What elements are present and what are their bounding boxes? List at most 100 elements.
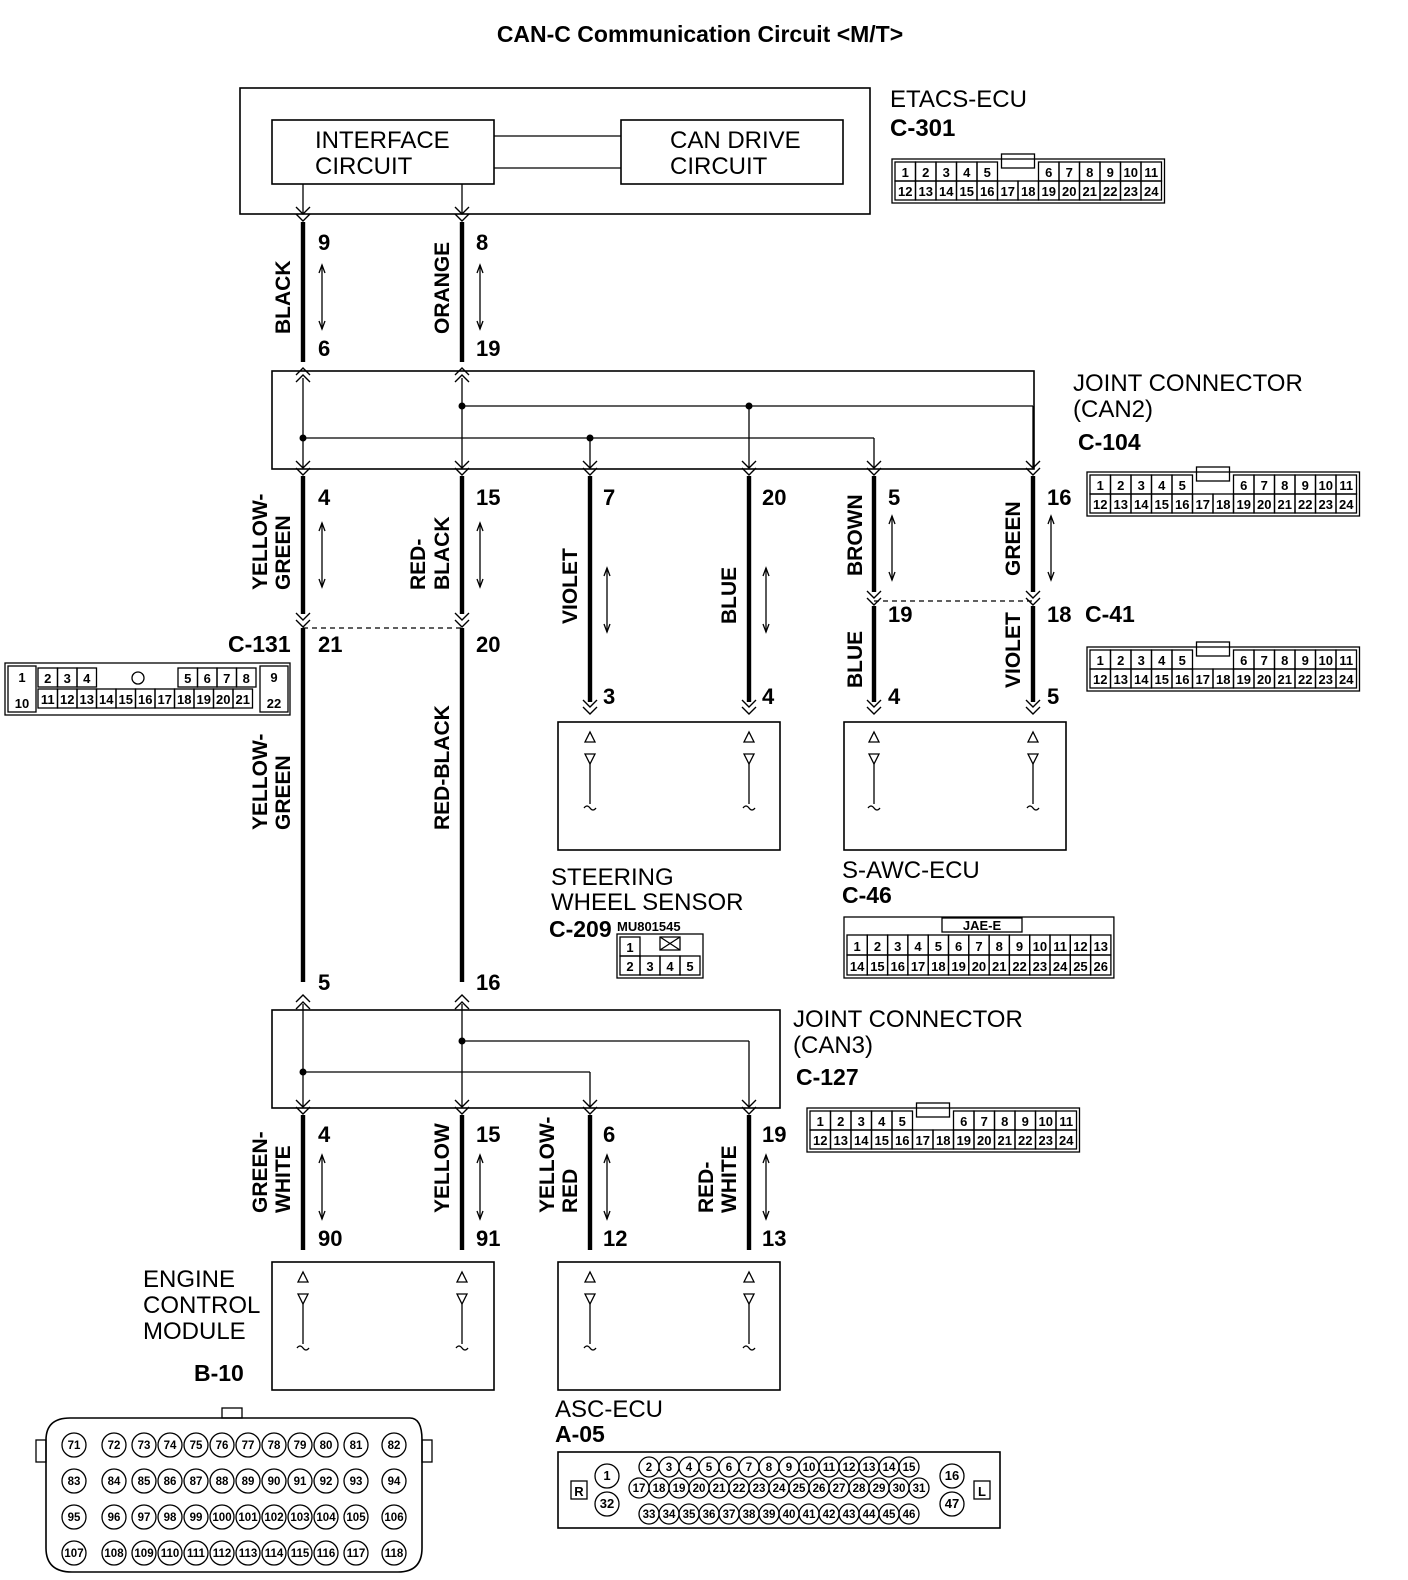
wire-label-yellow-red-2: RED [559, 1169, 582, 1213]
g-c41-pin-label: 10 [1319, 653, 1333, 668]
pin-c131-21: 21 [318, 632, 342, 657]
b10-pin-label: 108 [104, 1548, 124, 1560]
c46-pin-label: 8 [996, 939, 1003, 954]
pin-can3-6: 6 [603, 1122, 615, 1147]
g-c127-pin-label: 9 [1022, 1114, 1029, 1129]
b10-pin-label: 99 [190, 1512, 203, 1524]
wire-label-yellow-green-3: YELLOW- [249, 734, 272, 830]
a05-pin-label: 24 [773, 1483, 786, 1495]
wire-label-red-black: RED- [407, 539, 430, 590]
g-c301-pin-label: 21 [1083, 184, 1097, 199]
g-c127-pin-label: 16 [895, 1133, 909, 1148]
c46-pin-label: 15 [870, 959, 884, 974]
g-c104-pin-label: 8 [1281, 478, 1288, 493]
b10-pin-label: 85 [138, 1476, 151, 1488]
g-c301-pin-label: 16 [980, 184, 994, 199]
g-c41-pin-label: 13 [1114, 672, 1128, 687]
c46-pin-label: 7 [975, 939, 982, 954]
g-c127-pin-label: 17 [916, 1133, 930, 1148]
wire-label-yellow-red: YELLOW- [536, 1117, 559, 1213]
b10-pin-label: 113 [239, 1548, 258, 1560]
g-c301-pin-label: 10 [1124, 165, 1138, 180]
wire-label-violet-2: VIOLET [1002, 612, 1025, 688]
g-c301-pin-label: 9 [1107, 165, 1114, 180]
wire-label-blue: BLUE [718, 567, 741, 624]
g-c104-pin-label: 3 [1138, 478, 1145, 493]
g-c104-pin-label: 13 [1114, 497, 1128, 512]
g-c127-pin-label: 4 [878, 1114, 886, 1129]
c131-pin-label: 4 [83, 671, 91, 686]
b10-pin-label: 77 [242, 1440, 255, 1452]
b10-pin-label: 97 [138, 1512, 151, 1524]
a05-pin-label: 47 [945, 1496, 959, 1511]
c46-pin-label: 22 [1012, 959, 1026, 974]
wire-label-yellow-green-2: GREEN [272, 515, 295, 590]
b10-pin-label: 76 [216, 1440, 229, 1452]
b10-pin-label: 88 [216, 1476, 229, 1488]
g-c301-pin-label: 13 [919, 184, 933, 199]
c46-pin-label: 16 [891, 959, 905, 974]
s-awc-ecu-box [843, 721, 1067, 851]
g-c41-pin-label: 21 [1278, 672, 1292, 687]
diagram-title: CAN-C Communication Circuit <M/T> [497, 21, 903, 47]
c131-pin-label: 13 [80, 692, 94, 707]
a05-pin-label: 18 [653, 1483, 666, 1495]
g-c301-pin-label: 8 [1086, 165, 1093, 180]
a05-pin-label: 34 [663, 1509, 676, 1521]
b10-pin-label: 115 [291, 1548, 310, 1560]
c46-pin-label: 19 [951, 959, 965, 974]
a05-pin-label: 2 [646, 1462, 652, 1474]
b10-pin-label: 111 [187, 1548, 206, 1560]
a05-pin-label: 16 [945, 1468, 959, 1483]
g-c127-pin-label: 11 [1059, 1114, 1073, 1129]
g-c104-pin-label: 24 [1339, 497, 1354, 512]
a05-pin-label: 9 [786, 1462, 792, 1474]
joint-can2-connector-id: C-104 [1078, 429, 1141, 455]
ecm-name-2: CONTROL [143, 1292, 260, 1319]
g-c104-pin-label: 4 [1158, 478, 1166, 493]
g-c301-pin-label: 18 [1021, 184, 1035, 199]
interface-circuit-label-2: CIRCUIT [315, 153, 413, 180]
g-c104-pin-label: 7 [1261, 478, 1268, 493]
interface-circuit-box [271, 119, 495, 185]
g-c104-pin-label: 5 [1179, 478, 1186, 493]
pin-can2-7: 7 [603, 485, 615, 510]
g-c127-pin-label: 7 [981, 1114, 988, 1129]
a05-pin-label: 27 [833, 1483, 846, 1495]
c131-pin-label: 22 [267, 696, 281, 711]
engine-control-module-box [271, 1261, 495, 1391]
b10-pin-label: 89 [242, 1476, 255, 1488]
c46-pin-label: 23 [1033, 959, 1047, 974]
a05-pin-label: 35 [683, 1509, 696, 1521]
c131-pin-label: 19 [197, 692, 211, 707]
g-c104-pin-label: 20 [1257, 497, 1271, 512]
g-c41-pin-label: 2 [1117, 653, 1124, 668]
pin-c41-18: 18 [1047, 602, 1071, 627]
g-c41-pin-label: 12 [1093, 672, 1107, 687]
g-c41-pin-label: 1 [1097, 653, 1104, 668]
b10-pin-label: 87 [190, 1476, 203, 1488]
g-c127-pin-label: 6 [960, 1114, 967, 1129]
a05-pin-label: 19 [673, 1483, 686, 1495]
wire-label-blue-2: BLUE [844, 631, 867, 688]
g-c301-pin-label: 14 [939, 184, 954, 199]
a05-pin-label: 44 [863, 1509, 876, 1521]
pin-sws-3: 3 [603, 684, 615, 709]
g-c104-pin-label: 12 [1093, 497, 1107, 512]
b10-pin-label: 71 [68, 1440, 81, 1452]
a05-pin-label: 32 [600, 1496, 614, 1511]
g-c301-pin-label: 6 [1045, 165, 1052, 180]
a05-pin-label: 42 [823, 1509, 836, 1521]
pin-can2-19: 19 [476, 336, 500, 361]
a05-pin-label: 15 [903, 1462, 916, 1474]
a05-side-label: L [978, 1484, 986, 1499]
g-c41-pin-label: 4 [1158, 653, 1166, 668]
c131-pin-label: 11 [41, 692, 55, 707]
g-c301-pin-label: 15 [960, 184, 974, 199]
g-c104-pin-label: 1 [1097, 478, 1104, 493]
